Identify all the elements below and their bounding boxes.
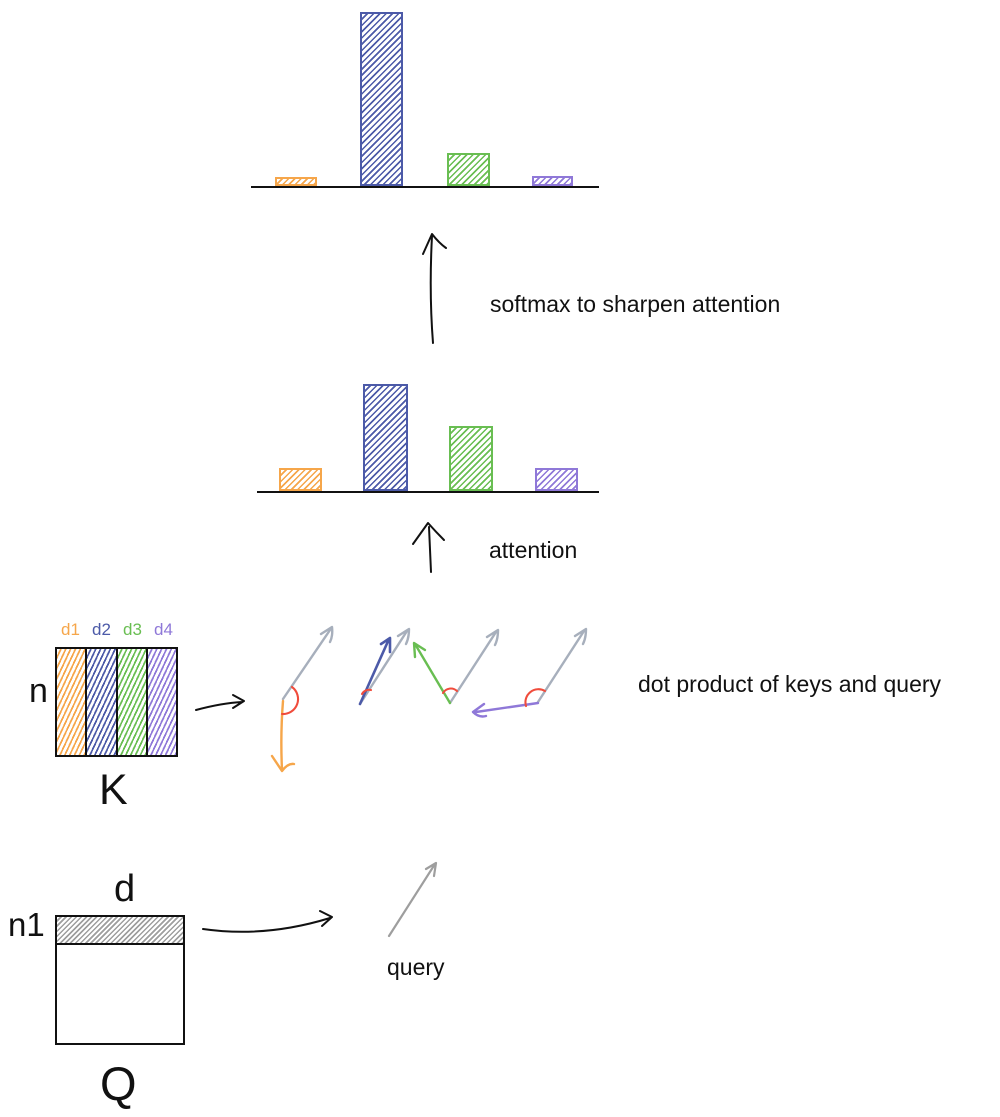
- query-vector-2: [358, 627, 411, 706]
- attention-up-arrow: [412, 522, 445, 573]
- query-vector-1: [281, 625, 334, 701]
- k-row-dim-label: n: [29, 672, 48, 710]
- q-matrix-query-row: [57, 917, 183, 945]
- k-to-vectors-arrow: [195, 694, 245, 711]
- bar-blue: [363, 384, 408, 491]
- k-matrix-col-d4: [147, 649, 176, 755]
- key-vector-d2: [358, 636, 392, 706]
- bar-orange: [275, 177, 317, 186]
- q-row-dim-label: n1: [8, 906, 45, 943]
- key-vector-d3: [412, 641, 452, 705]
- bar-purple: [532, 176, 573, 186]
- q-matrix: [55, 915, 185, 1045]
- k-matrix-col-d1: [57, 649, 88, 755]
- k-col-label-d4: d4: [154, 620, 173, 639]
- k-matrix: [55, 647, 178, 757]
- key-vector-d4: [471, 701, 540, 718]
- query-vector-lone: [387, 861, 438, 938]
- q-matrix-label: Q: [100, 1057, 137, 1110]
- bar-green: [449, 426, 493, 491]
- attention-bar-chart: [257, 383, 599, 493]
- angle-arc-3: [441, 687, 459, 695]
- query-caption: query: [387, 954, 445, 980]
- dot-product-caption: dot product of keys and query: [638, 671, 942, 697]
- softmax-caption: softmax to sharpen attention: [490, 291, 781, 317]
- k-matrix-col-d2: [87, 649, 118, 755]
- key-vector-d1: [270, 699, 296, 773]
- k-matrix-label: K: [99, 766, 128, 814]
- q-to-query-arrow: [202, 910, 333, 933]
- softmax-bar-chart: [251, 10, 599, 188]
- k-col-label-d2: d2: [92, 620, 111, 639]
- q-dim-label: d: [114, 868, 136, 910]
- bar-purple: [535, 468, 578, 491]
- query-vector-4: [536, 627, 588, 704]
- softmax-up-arrow: [422, 233, 447, 344]
- angle-arc-1: [280, 685, 300, 716]
- angle-arc-2: [360, 688, 373, 696]
- attention-caption: attention: [489, 537, 578, 563]
- bar-orange: [279, 468, 322, 491]
- bar-blue: [360, 12, 403, 186]
- k-matrix-col-d3: [117, 649, 148, 755]
- bar-green: [447, 153, 490, 186]
- query-vector-3: [448, 628, 500, 705]
- angle-arc-4: [524, 688, 547, 708]
- k-col-label-d3: d3: [123, 620, 142, 639]
- k-col-label-d1: d1: [61, 620, 80, 639]
